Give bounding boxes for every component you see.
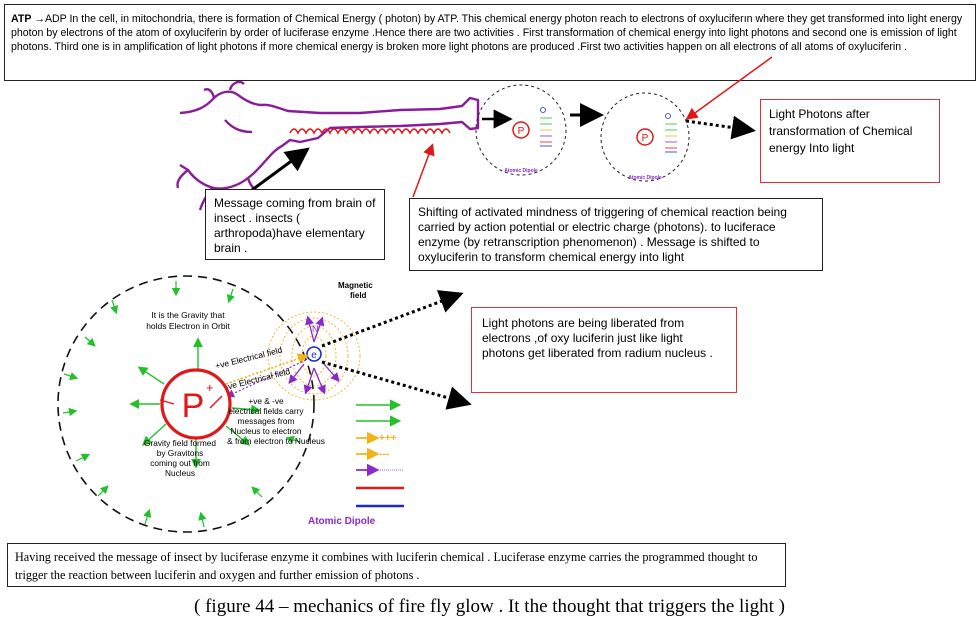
legend-plus: +++ [379,433,397,444]
fields-text-4: Nucleus to electron [230,426,301,436]
callout-light-photons: Light Photons after transformation of Ch… [760,99,940,183]
nucleus-label: P [182,387,205,425]
gravity-text-2: holds Electron in Orbit [146,321,230,331]
callout-brain-text: Message coming from brain of insect . in… [214,196,376,255]
arrow-shift-callout [412,143,435,198]
fields-text-3: messages from [238,416,295,426]
arrow-light-callout [685,56,773,120]
atom-small-2: P Atomic Dipole [600,92,690,182]
nucleus-inner-arrow-left [159,399,175,405]
south-pole-label: S [320,384,326,394]
callout-liberated: Light photons are being liberated from e… [471,307,737,393]
figure-caption: ( figure 44 – mechanics of fire fly glow… [194,596,785,617]
atom-large: N S e Magnetic field +ve Electrical fiel… [57,275,376,533]
callout-light-photons-text: Light Photons after transformation of Ch… [769,107,913,155]
gravity-text-1: It is the Gravity that [151,310,225,320]
callout-shifting-text: Shifting of activated mindness of trigge… [418,205,787,264]
legend-minus: --- [379,449,389,460]
magnetic-pole-arrows [288,315,340,395]
gravity-field-text-1: Gravity field formed [144,438,216,448]
bottom-text-box: Having received the message of insect by… [7,543,786,587]
nucleus [160,368,232,440]
fields-text-1: +ve & -ve [248,396,284,406]
atp-label: ATP [11,13,32,25]
arrow-glyph: → [34,13,45,25]
atom-small-1-title: Atomic Dipole [504,168,538,174]
neg-field-label: -ve Electrical field [224,366,291,392]
magnetic-field-label-1: Magnetic [338,281,373,290]
electron-label: e [311,350,317,361]
photon-arrow-down [321,360,472,410]
photon-arrow-up [321,290,464,348]
nucleus-arrows [129,337,261,469]
arrow-to-light-box [685,115,756,140]
atom-small-2-nucleus: P [642,133,649,144]
arrow-brain-callout [251,147,310,192]
callout-brain-message: Message coming from brain of insect . in… [205,189,385,260]
magnetic-field-label-2: field [350,291,367,300]
intro-text: ADP In the cell, in mitochondria, there … [11,13,963,53]
electron-orbit [57,275,315,533]
north-pole-label: N [312,324,319,334]
gravity-field-text-2: by Gravitons [157,448,204,458]
atom-small-1: P Atomic Dipole [475,84,567,176]
magnetic-field-lines [267,311,361,401]
fields-text-2: electrical fields carry [228,406,304,416]
bottom-text: Having received the message of insect by… [15,550,758,582]
atom-small-1-nucleus: P [518,126,525,137]
gravity-field-text-4: Nucleus [165,468,195,478]
fields-text-5: & from electron to Nucleus [227,436,325,446]
legend: +++ --- [356,399,404,508]
atomic-dipole-title: Atomic Dipole [308,516,376,527]
atom-small-2-title: Atomic Dipole [628,175,662,181]
intro-text-box: ATP →ADP In the cell, in mitochondria, t… [4,4,976,81]
gravity-field-text-3: coming out from [150,458,210,468]
pos-field-label: +ve Electrical field [214,345,283,371]
callout-shifting: Shifting of activated mindness of trigge… [409,198,823,271]
nucleus-charge: + [206,380,214,395]
gravity-arrows [62,281,301,528]
nerve-cell [176,80,480,211]
axon-dendrites [289,128,451,135]
callout-liberated-text: Light photons are being liberated from e… [482,316,713,360]
nucleus-inner-arrow-right [209,395,223,409]
